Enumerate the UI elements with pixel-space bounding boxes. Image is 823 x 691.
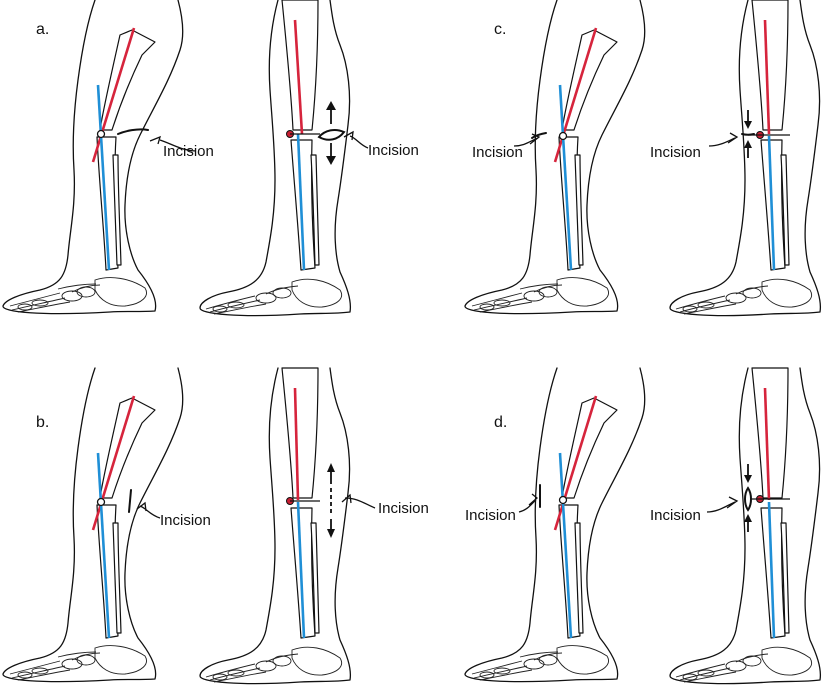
incision-pointer-arrow [149, 135, 197, 152]
incision-pointer-arrow [518, 493, 539, 513]
femoral-axis-line [553, 395, 598, 531]
panel-b: b. Incision Incision [2, 367, 429, 685]
incision-pointer-arrow [343, 130, 369, 149]
incision-pointer-arrow [341, 493, 376, 509]
leg-after-d [669, 367, 822, 685]
tibial-axis-line [558, 452, 573, 639]
incision-mark-diamond [744, 486, 752, 512]
open-pivot-circle [558, 495, 568, 505]
femoral-axis-line [763, 387, 771, 501]
incision-pointer-arrow [136, 501, 161, 519]
incision-mark [117, 128, 149, 135]
leg-before-b [2, 367, 184, 683]
tibial-axis-line [96, 452, 111, 639]
tibial-axis-line [767, 135, 776, 271]
incision-label: Incision [465, 507, 516, 524]
femoral-axis-line [763, 19, 771, 135]
incision-pointer-arrow [513, 133, 541, 147]
panel-label-d: d. [494, 414, 507, 431]
incision-label: Incision [378, 500, 429, 517]
open-pivot-circle [96, 129, 106, 139]
tibial-axis-line [558, 84, 573, 271]
tibial-axis-line [96, 84, 111, 271]
femoral-axis-line [91, 27, 136, 163]
femoral-axis-line [91, 395, 136, 531]
panel-c: c. Incision Incision [464, 0, 822, 317]
open-pivot-circle [558, 131, 568, 141]
incision-label: Incision [163, 143, 214, 160]
tibial-axis-line [767, 501, 776, 639]
open-pivot-circle [96, 497, 106, 507]
incision-label: Incision [650, 507, 701, 524]
incision-label: Incision [368, 142, 419, 159]
femoral-axis-line [293, 387, 300, 501]
leg-before-d [464, 367, 646, 683]
leg-before-a [2, 0, 184, 315]
incision-mark-open [317, 128, 346, 141]
panel-label-c: c. [494, 21, 506, 38]
incision-pointer-arrow [708, 132, 739, 147]
tibial-axis-line [296, 501, 306, 639]
incision-label: Incision [160, 512, 211, 529]
incision-mark [531, 132, 547, 139]
panel-d: d. Incision Incision [464, 367, 822, 685]
tibial-axis-line [296, 133, 306, 271]
panel-label-a: a. [36, 21, 49, 38]
incision-mark-closed [741, 133, 755, 136]
incision-label: Incision [650, 144, 701, 161]
incision-label: Incision [472, 144, 523, 161]
panel-label-b: b. [36, 414, 49, 431]
femoral-axis-line [293, 19, 304, 135]
incision-pointer-arrow [706, 496, 739, 513]
panel-a: a. Incision Incision [2, 0, 419, 317]
incision-mark [128, 489, 132, 513]
leg-after-b [199, 367, 352, 685]
